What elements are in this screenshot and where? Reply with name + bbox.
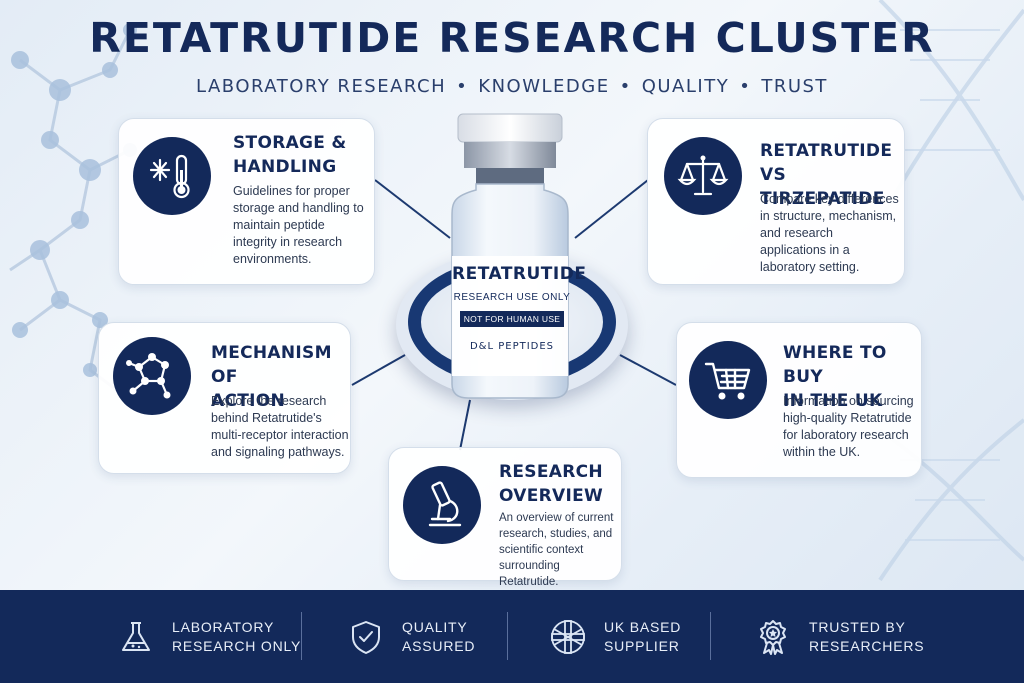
card-title: WHERE TO BUY IN THE UK <box>783 341 921 413</box>
card-description: Explore the research behind Retatrutide'… <box>211 394 349 459</box>
shopping-cart-icon <box>689 341 767 419</box>
card-where-to-buy[interactable]: WHERE TO BUY IN THE UK Information on so… <box>676 322 922 478</box>
tagline-item: TRUST <box>761 76 828 97</box>
card-title-line: WHERE TO BUY <box>783 343 887 387</box>
microscope-icon <box>403 466 481 544</box>
tagline-item: LABORATORY RESEARCH <box>196 76 447 97</box>
card-title-line: IN THE UK <box>783 391 883 411</box>
card-description: An overview of current research, studies… <box>499 512 614 588</box>
shield-check-icon <box>352 620 380 654</box>
tagline: LABORATORY RESEARCH • KNOWLEDGE • QUALITY • TR… <box>0 76 1024 97</box>
vial-brand: RETATRUTIDE <box>452 264 587 284</box>
card-title: RETATRUTIDE VS TIRZEPATIDE <box>760 139 904 211</box>
card-title-line: MECHANISM OF <box>211 343 332 387</box>
footer-item-quality: QUALITY ASSURED <box>348 590 475 683</box>
vial-maker: D&L PEPTIDES <box>469 341 555 352</box>
footer-divider <box>301 612 302 660</box>
card-title-line: RETATRUTIDE <box>760 141 893 161</box>
vial-illustration <box>451 113 569 399</box>
card-storage-handling[interactable]: STORAGE & HANDLING Guidelines for proper… <box>118 118 375 285</box>
connector-lines <box>351 179 677 451</box>
vial-warning: NOT FOR HUMAN USE <box>460 311 564 327</box>
tagline-item: KNOWLEDGE <box>478 76 610 97</box>
footer-label: LABORATORY RESEARCH ONLY <box>172 618 302 654</box>
footer-bar: LABORATORY RESEARCH ONLY QUALITY ASSURED… <box>0 590 1024 683</box>
card-title-line: STORAGE & <box>233 133 347 153</box>
footer-label: UK BASED SUPPLIER <box>604 618 682 654</box>
tagline-separator: • <box>456 76 469 97</box>
card-title-line: HANDLING <box>233 157 337 177</box>
flask-icon <box>122 621 150 651</box>
card-title-line: RESEARCH <box>499 462 603 482</box>
card-description: Compare key differences in structure, me… <box>760 192 899 274</box>
scales-icon <box>664 137 742 215</box>
award-badge-icon <box>760 619 786 655</box>
footer-divider <box>710 612 711 660</box>
card-title-line: OVERVIEW <box>499 486 604 506</box>
footer-label: QUALITY ASSURED <box>402 618 476 654</box>
footer-divider <box>507 612 508 660</box>
card-title-line: ACTION <box>211 391 286 411</box>
card-title-line: VS TIRZEPATIDE <box>760 165 885 209</box>
card-title: STORAGE & HANDLING <box>233 131 347 179</box>
card-title: RESEARCH OVERVIEW <box>499 460 603 508</box>
card-title: MECHANISM OF ACTION <box>211 341 350 413</box>
card-research-overview[interactable]: RESEARCH OVERVIEW An overview of current… <box>388 447 622 588</box>
thermometer-snowflake-icon <box>133 137 211 215</box>
tagline-item: QUALITY <box>641 76 730 97</box>
vial-research-only: RESEARCH USE ONLY <box>453 292 571 303</box>
footer-item-lab-research: LABORATORY RESEARCH ONLY <box>118 590 301 683</box>
card-description: Guidelines for proper storage and handli… <box>233 184 364 266</box>
vial-label: RETATRUTIDE RESEARCH USE ONLY NOT FOR HU… <box>452 256 587 376</box>
molecule-icon <box>113 337 191 415</box>
tagline-separator: • <box>739 76 752 97</box>
footer-item-uk-supplier: UK BASED SUPPLIER <box>550 590 681 683</box>
uk-flag-icon <box>551 619 585 654</box>
footer-item-trusted: TRUSTED BY RESEARCHERS <box>755 590 924 683</box>
footer-label: TRUSTED BY RESEARCHERS <box>809 618 925 654</box>
card-description: Information on sourcing high-quality Ret… <box>783 394 914 459</box>
page-title: RETATRUTIDE RESEARCH CLUSTER <box>89 14 935 62</box>
tagline-separator: • <box>619 76 632 97</box>
card-mechanism[interactable]: MECHANISM OF ACTION Explore the research… <box>98 322 351 474</box>
card-comparison[interactable]: RETATRUTIDE VS TIRZEPATIDE Compare key d… <box>647 118 905 285</box>
